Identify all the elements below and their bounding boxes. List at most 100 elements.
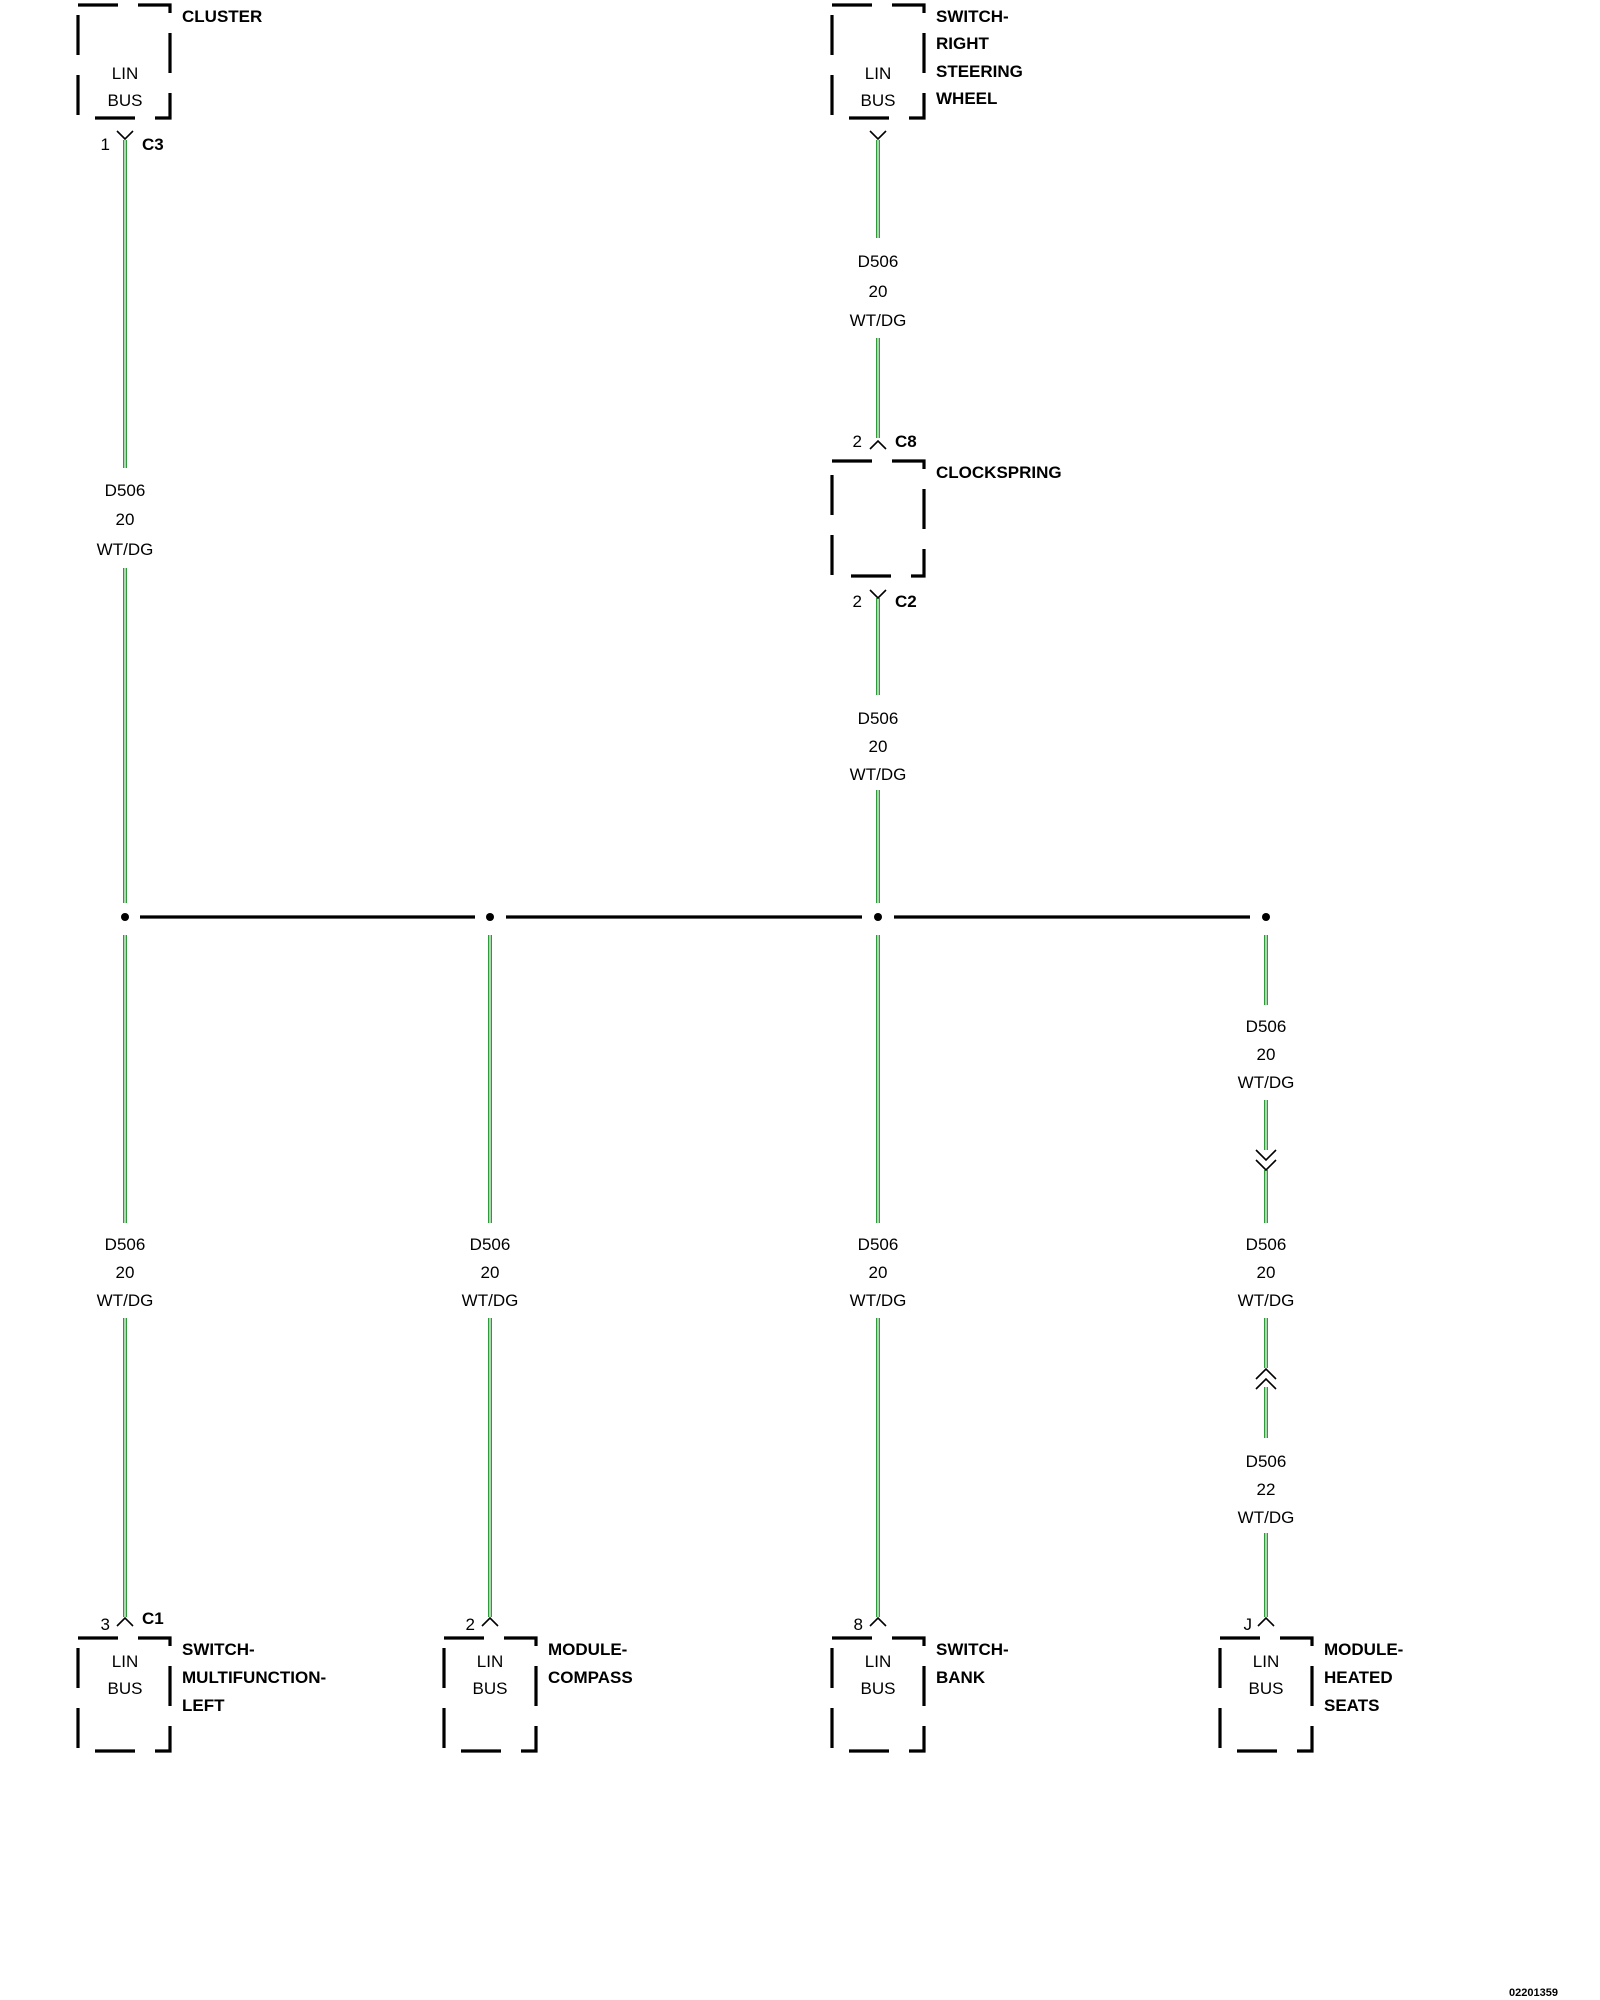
circuit-id: D506 bbox=[858, 1235, 899, 1254]
component-name: SWITCH- bbox=[936, 7, 1009, 26]
document-id: 02201359 bbox=[1509, 1987, 1558, 1999]
bus-label: BUS bbox=[108, 91, 143, 110]
component-switch-bank: LIN BUS SWITCH- BANK 8 bbox=[830, 1615, 1009, 1753]
connector-id: C2 bbox=[895, 592, 917, 611]
wire-label-splice-to-compass: D506 20 WT/DG bbox=[462, 1235, 519, 1310]
pin-number: J bbox=[1244, 1615, 1253, 1634]
inline-connector-symbol bbox=[1255, 1149, 1277, 1162]
connector-symbol bbox=[1257, 1616, 1275, 1627]
lin-label: LIN bbox=[112, 1652, 138, 1671]
wire-label-splice-to-multifunction: D506 20 WT/DG bbox=[97, 1235, 154, 1310]
component-module-compass: LIN BUS MODULE- COMPASS 2 bbox=[442, 1615, 633, 1753]
lin-label: LIN bbox=[865, 1652, 891, 1671]
connector-symbol bbox=[869, 439, 887, 450]
connector-symbol bbox=[116, 130, 134, 141]
wire-color: WT/DG bbox=[97, 1291, 154, 1310]
circuit-id: D506 bbox=[105, 481, 146, 500]
lin-label: LIN bbox=[865, 64, 891, 83]
pin-number: 3 bbox=[101, 1615, 110, 1634]
component-name: SWITCH- bbox=[936, 1640, 1009, 1659]
component-name: SEATS bbox=[1324, 1696, 1379, 1715]
pin-number: 8 bbox=[854, 1615, 863, 1634]
wire-color: WT/DG bbox=[850, 1291, 907, 1310]
component-name: RIGHT bbox=[936, 34, 990, 53]
splice-point bbox=[121, 913, 129, 921]
circuit-id: D506 bbox=[1246, 1017, 1287, 1036]
bus-label: BUS bbox=[108, 1679, 143, 1698]
wire-gauge: 20 bbox=[116, 510, 135, 529]
connector-id: C8 bbox=[895, 432, 917, 451]
connector-symbol bbox=[869, 1616, 887, 1627]
wire-color: WT/DG bbox=[97, 540, 154, 559]
connector-symbol bbox=[481, 1616, 499, 1627]
component-name: BANK bbox=[936, 1668, 986, 1687]
wire-gauge: 22 bbox=[1257, 1480, 1276, 1499]
connector-id: C3 bbox=[142, 135, 164, 154]
lin-label: LIN bbox=[112, 64, 138, 83]
component-name: WHEEL bbox=[936, 89, 997, 108]
bus-label: BUS bbox=[1249, 1679, 1284, 1698]
component-name: STEERING bbox=[936, 62, 1023, 81]
wire-labels: D506 20 WT/DG D506 20 WT/DG D506 20 WT/D… bbox=[97, 252, 1295, 1527]
wires bbox=[123, 140, 1268, 1617]
lin-bus-line bbox=[121, 913, 1270, 921]
component-name: LEFT bbox=[182, 1696, 225, 1715]
component-switch-right-steering-wheel: LIN BUS SWITCH- RIGHT STEERING WHEEL bbox=[830, 3, 1023, 120]
pin-number: 1 bbox=[101, 135, 110, 154]
wire-label-heated-seats-lower: D506 22 WT/DG bbox=[1238, 1452, 1295, 1527]
connector-symbol bbox=[869, 589, 887, 600]
wire-color: WT/DG bbox=[850, 311, 907, 330]
pin-number: 2 bbox=[853, 432, 862, 451]
wire-gauge: 20 bbox=[869, 282, 888, 301]
connector-symbols bbox=[116, 130, 1277, 1627]
component-name: CLUSTER bbox=[182, 7, 262, 26]
lin-label: LIN bbox=[1253, 1652, 1279, 1671]
wire-gauge: 20 bbox=[481, 1263, 500, 1282]
component-name: HEATED bbox=[1324, 1668, 1393, 1687]
component-name: CLOCKSPRING bbox=[936, 463, 1062, 482]
wire-gauge: 20 bbox=[869, 1263, 888, 1282]
component-switch-multifunction-left: LIN BUS SWITCH- MULTIFUNCTION- LEFT 3 C1 bbox=[76, 1609, 326, 1753]
circuit-id: D506 bbox=[1246, 1452, 1287, 1471]
inline-connector-symbol bbox=[1255, 1377, 1277, 1390]
lin-label: LIN bbox=[477, 1652, 503, 1671]
wire-gauge: 20 bbox=[1257, 1045, 1276, 1064]
inline-connector-symbol bbox=[1255, 1367, 1277, 1380]
component-name: MODULE- bbox=[548, 1640, 627, 1659]
wire-label-heated-seats-upper: D506 20 WT/DG bbox=[1238, 1017, 1295, 1092]
connector-symbol bbox=[869, 130, 887, 141]
wire-label-clockspring-to-splice: D506 20 WT/DG bbox=[850, 709, 907, 784]
wire-label-heated-seats-middle: D506 20 WT/DG bbox=[1238, 1235, 1295, 1310]
connector-id: C1 bbox=[142, 1609, 164, 1628]
component-module-heated-seats: LIN BUS MODULE- HEATED SEATS J bbox=[1218, 1615, 1403, 1753]
wire-label-splice-to-switch-bank: D506 20 WT/DG bbox=[850, 1235, 907, 1310]
component-clockspring: CLOCKSPRING 2 C8 2 C2 bbox=[830, 432, 1062, 611]
inline-connector-symbol bbox=[1255, 1159, 1277, 1172]
pin-number: 2 bbox=[466, 1615, 475, 1634]
splice-point bbox=[486, 913, 494, 921]
wire-label-steering-to-clockspring: D506 20 WT/DG bbox=[850, 252, 907, 330]
bus-label: BUS bbox=[473, 1679, 508, 1698]
wire-color: WT/DG bbox=[462, 1291, 519, 1310]
component-cluster: LIN BUS CLUSTER 1 C3 bbox=[76, 3, 262, 154]
wire-gauge: 20 bbox=[869, 737, 888, 756]
wire-color: WT/DG bbox=[1238, 1291, 1295, 1310]
wire-gauge: 20 bbox=[116, 1263, 135, 1282]
connector-symbol bbox=[116, 1616, 134, 1627]
wire-color: WT/DG bbox=[1238, 1073, 1295, 1092]
component-name: MODULE- bbox=[1324, 1640, 1403, 1659]
circuit-id: D506 bbox=[470, 1235, 511, 1254]
component-name: COMPASS bbox=[548, 1668, 633, 1687]
wire-label-cluster-to-splice: D506 20 WT/DG bbox=[97, 481, 154, 559]
bus-label: BUS bbox=[861, 1679, 896, 1698]
component-name: MULTIFUNCTION- bbox=[182, 1668, 326, 1687]
wire-color: WT/DG bbox=[850, 765, 907, 784]
wire-gauge: 20 bbox=[1257, 1263, 1276, 1282]
wire-color: WT/DG bbox=[1238, 1508, 1295, 1527]
pin-number: 2 bbox=[853, 592, 862, 611]
circuit-id: D506 bbox=[858, 709, 899, 728]
bus-label: BUS bbox=[861, 91, 896, 110]
splice-point bbox=[1262, 913, 1270, 921]
circuit-id: D506 bbox=[858, 252, 899, 271]
